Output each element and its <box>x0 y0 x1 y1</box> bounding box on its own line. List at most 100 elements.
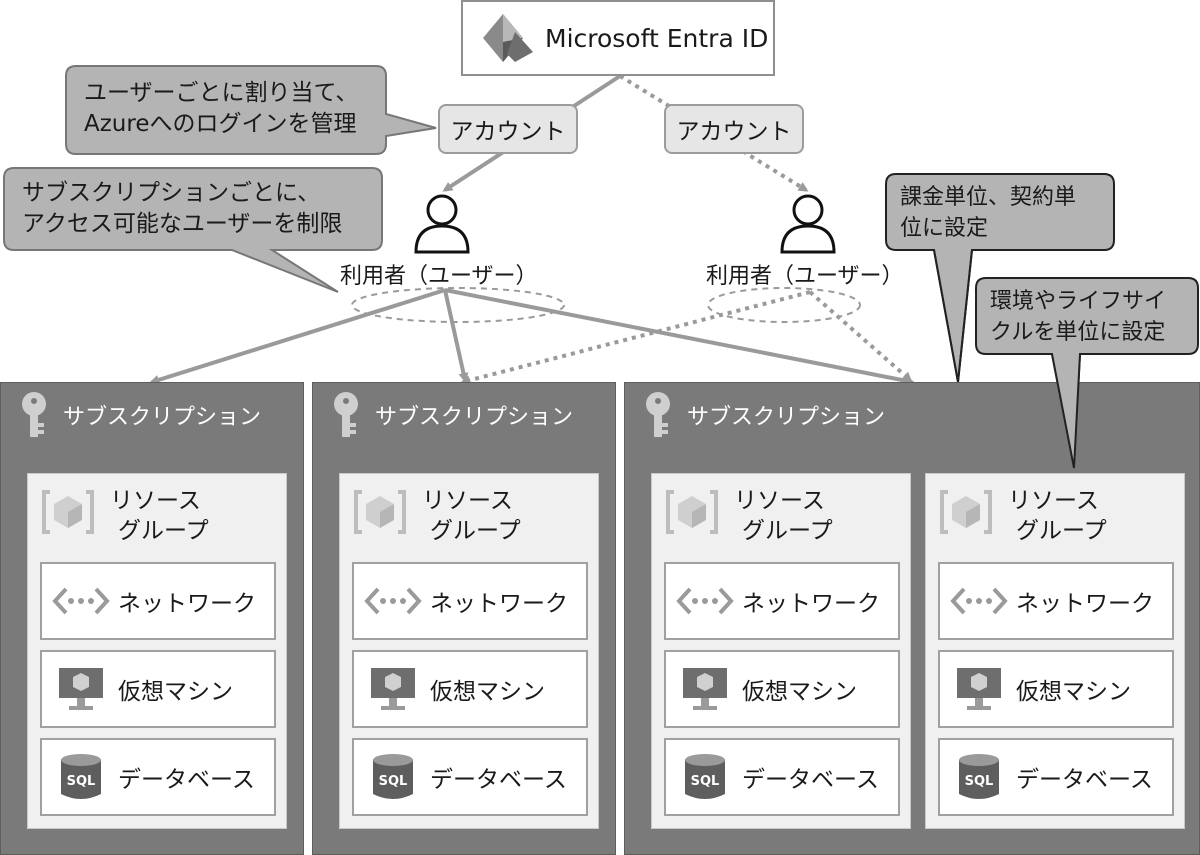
user-label-left: 利用者（ユーザー） <box>340 264 538 289</box>
virtual-machine-icon <box>52 666 110 712</box>
account-tag-left: アカウント <box>438 104 578 154</box>
resource-vm: 仮想マシン <box>664 650 900 728</box>
virtual-machine-icon <box>950 666 1008 712</box>
network-icon <box>676 586 734 616</box>
subscription-title: サブスクリプション <box>63 405 262 430</box>
callout-assign-line-2: Azureへのログインを管理 <box>84 111 357 137</box>
key-icon <box>643 391 673 439</box>
user-scope-ellipse-right <box>707 287 861 323</box>
resource-label: 仮想マシン <box>1016 679 1131 705</box>
subscription-header: サブスクリプション <box>331 392 574 437</box>
resource-group-title: リソース グループ <box>1008 486 1107 546</box>
network-icon <box>52 586 110 616</box>
subscription-box-1: サブスクリプション リソース グループ ネットワーク 仮想マシン SQL データ… <box>0 382 304 855</box>
resource-group-title-line-1: リソース <box>422 488 513 514</box>
virtual-machine-icon <box>364 666 422 712</box>
resource-group-icon <box>664 486 720 542</box>
resource-vm: 仮想マシン <box>352 650 588 728</box>
resource-label: ネットワーク <box>742 591 880 617</box>
sql-database-icon: SQL <box>52 752 110 802</box>
resource-group-title-line-2: グループ <box>430 518 521 544</box>
virtual-machine-icon <box>676 666 734 712</box>
subscription-header: サブスクリプション <box>643 392 886 437</box>
resource-group-title-line-2: グループ <box>118 518 209 544</box>
resource-vm: 仮想マシン <box>40 650 276 728</box>
sql-icon-label: SQL <box>691 774 720 789</box>
resource-label: データベース <box>430 767 567 793</box>
callout-restrict-shape <box>3 167 383 293</box>
resource-label: 仮想マシン <box>742 679 857 705</box>
resource-network: ネットワーク <box>938 562 1174 640</box>
access-line-dotted-1 <box>460 290 811 386</box>
sql-database-icon: SQL <box>676 752 734 802</box>
resource-group-box: リソース グループ ネットワーク 仮想マシン SQL データベース <box>27 473 287 829</box>
resource-label: ネットワーク <box>430 591 568 617</box>
access-line-2 <box>443 289 469 383</box>
access-line-3 <box>444 288 915 386</box>
resource-group-title-line-1: リソース <box>734 488 825 514</box>
resource-database: SQL データベース <box>664 738 900 816</box>
resource-group-box: リソース グループ ネットワーク 仮想マシン SQL データベース <box>339 473 599 829</box>
resource-group-title: リソース グループ <box>422 486 521 546</box>
resource-group-icon <box>40 486 96 542</box>
subscription-title: サブスクリプション <box>687 405 886 430</box>
resource-group-icon <box>938 486 994 542</box>
subscription-box-3: サブスクリプション リソース グループ ネットワーク 仮想マシン SQL データ… <box>624 382 1200 855</box>
entra-id-title: Microsoft Entra ID <box>545 23 769 53</box>
resource-label: データベース <box>118 767 255 793</box>
sql-database-icon: SQL <box>364 752 422 802</box>
callout-env: 環境やライフサイ クルを単位に設定 <box>990 286 1166 348</box>
callout-assign: ユーザーごとに割り当て、 Azureへのログインを管理 <box>84 78 358 140</box>
resource-network: ネットワーク <box>40 562 276 640</box>
resource-label: ネットワーク <box>1016 591 1154 617</box>
sql-icon-label: SQL <box>379 774 408 789</box>
sql-icon-label: SQL <box>67 774 96 789</box>
resource-label: 仮想マシン <box>430 679 545 705</box>
resource-vm: 仮想マシン <box>938 650 1174 728</box>
sql-database-icon: SQL <box>950 752 1008 802</box>
access-line-1 <box>149 288 446 385</box>
callout-billing-line-1: 課金単位、契約単 <box>900 185 1077 210</box>
user-icon <box>412 192 472 258</box>
user-label-right: 利用者（ユーザー） <box>706 264 904 289</box>
network-icon <box>950 586 1008 616</box>
callout-restrict-line-1: サブスクリプションごとに、 <box>22 180 321 206</box>
key-icon <box>19 391 49 439</box>
resource-group-box: リソース グループ ネットワーク 仮想マシン SQL データベース <box>651 473 911 829</box>
resource-group-icon <box>352 486 408 542</box>
resource-network: ネットワーク <box>352 562 588 640</box>
subscription-title: サブスクリプション <box>375 405 574 430</box>
user-icon <box>778 192 838 258</box>
network-icon <box>364 586 422 616</box>
sql-icon-label: SQL <box>965 774 994 789</box>
resource-group-box: リソース グループ ネットワーク 仮想マシン SQL データベース <box>925 473 1185 829</box>
resource-label: データベース <box>1016 767 1153 793</box>
resource-group-title: リソース グループ <box>110 486 209 546</box>
resource-group-title-line-1: リソース <box>1008 488 1099 514</box>
access-line-dotted-2 <box>808 290 913 382</box>
callout-env-line-1: 環境やライフサイ <box>990 289 1167 314</box>
resource-label: データベース <box>742 767 879 793</box>
user-scope-ellipse-left <box>351 287 565 323</box>
resource-database: SQL データベース <box>352 738 588 816</box>
callout-billing-line-2: 位に設定 <box>900 216 989 241</box>
subscription-box-2: サブスクリプション リソース グループ ネットワーク 仮想マシン SQL データ… <box>312 382 616 855</box>
subscription-header: サブスクリプション <box>19 392 262 437</box>
callout-restrict: サブスクリプションごとに、 アクセス可能なユーザーを制限 <box>22 178 342 240</box>
account-tag-right: アカウント <box>664 104 804 154</box>
entra-id-icon <box>477 12 535 64</box>
entra-id-box: Microsoft Entra ID <box>461 0 775 76</box>
resource-group-title-line-2: グループ <box>1016 518 1107 544</box>
key-icon <box>331 391 361 439</box>
callout-assign-shape <box>65 65 437 155</box>
callout-billing: 課金単位、契約単 位に設定 <box>900 182 1076 244</box>
resource-label: ネットワーク <box>118 591 256 617</box>
resource-group-title-line-1: リソース <box>110 488 201 514</box>
resource-group-title: リソース グループ <box>734 486 833 546</box>
resource-database: SQL データベース <box>938 738 1174 816</box>
callout-restrict-line-2: アクセス可能なユーザーを制限 <box>22 211 343 237</box>
resource-label: 仮想マシン <box>118 679 233 705</box>
resource-database: SQL データベース <box>40 738 276 816</box>
callout-env-line-2: クルを単位に設定 <box>990 320 1166 345</box>
